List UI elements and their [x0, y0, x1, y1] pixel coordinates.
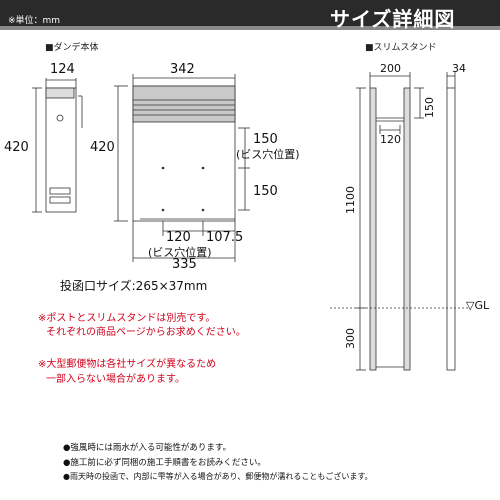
- ground-level-label: ▽GL: [466, 299, 490, 312]
- header-bar: [0, 0, 500, 30]
- stand-inner-width-dim: 120: [380, 133, 401, 146]
- screw-pos-label-bottom: (ビス穴位置): [148, 246, 212, 259]
- page-title: サイズ詳細図: [330, 7, 456, 31]
- red-note-1: ※ポストとスリムスタンドは別売です。: [38, 313, 216, 324]
- stand-side-view: [446, 87, 456, 371]
- red-note-4: 一部入らない場合があります。: [46, 374, 185, 385]
- stand-width-dim: 200: [380, 62, 401, 75]
- unit-label: ※単位：mm: [8, 16, 61, 26]
- red-note-3: ※大型郵便物は各社サイズが異なるため: [38, 359, 217, 370]
- stand-below-ground-dim: 300: [344, 328, 357, 349]
- post-body-label: ■ダンデ本体: [45, 43, 99, 53]
- stand-label: ■スリムスタンド: [365, 43, 437, 53]
- front-width-dim: 342: [170, 62, 195, 77]
- stand-left-post: [369, 87, 377, 371]
- screw-upper-dim: 150: [253, 132, 278, 147]
- slot-size: 投函口サイズ:265×37mm: [60, 279, 208, 293]
- header-background: [0, 0, 500, 30]
- note-1: ●強風時には雨水が入る可能性があります。: [63, 443, 232, 453]
- note-3: ●雨天時の投函で、内部に雫等が入る場合があり、郵便物が濡れることもございます。: [63, 472, 373, 481]
- screw-horizontal-dim: 120: [166, 230, 191, 245]
- post-side-outline: [45, 87, 77, 213]
- screw-pos-label: (ビス穴位置): [236, 148, 300, 161]
- side-height-dim: 420: [4, 140, 29, 155]
- stand-above-ground-dim: 1100: [344, 186, 357, 214]
- bottom-width-dim: 335: [172, 257, 197, 272]
- red-note-2: それぞれの商品ページからお求めください。: [46, 327, 246, 338]
- stand-top-height-dim: 150: [423, 97, 436, 118]
- side-width-dim: 124: [50, 62, 75, 77]
- stand-depth-dim: 34: [452, 62, 466, 75]
- screw-lower-dim: 150: [253, 184, 278, 199]
- note-2: ●施工前に必ず同梱の施工手順書をお読みください。: [63, 458, 266, 468]
- stand-right-post: [403, 87, 411, 371]
- front-height-dim: 420: [90, 140, 115, 155]
- screw-side-dim: 107.5: [206, 230, 244, 245]
